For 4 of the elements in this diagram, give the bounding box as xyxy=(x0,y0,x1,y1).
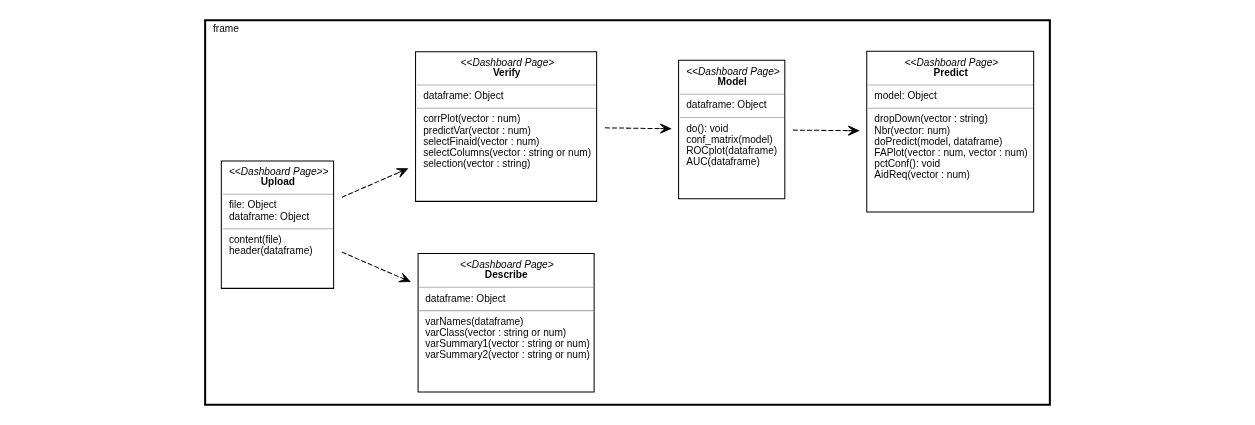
arrow xyxy=(792,125,859,136)
arrow xyxy=(341,168,408,198)
arrow xyxy=(604,123,671,134)
arrow xyxy=(341,251,411,283)
